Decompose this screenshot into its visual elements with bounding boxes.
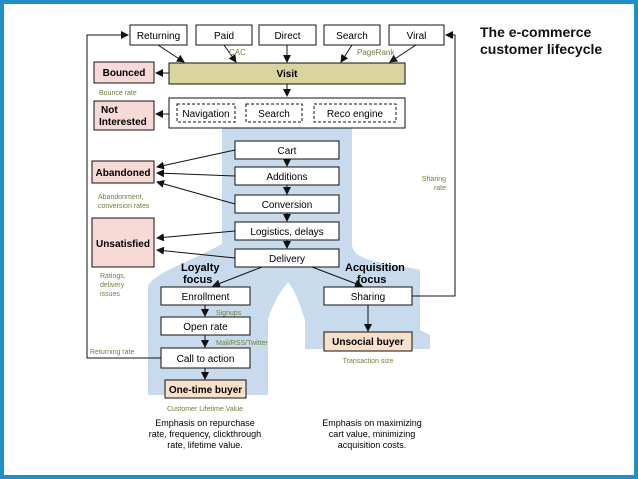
funnel-cart: Cart [234, 140, 340, 160]
cart-label: Cart [278, 146, 297, 157]
source-box-direct: Direct [258, 24, 317, 46]
source-arrows [157, 44, 417, 63]
acquisition-sharing: Sharing [323, 286, 413, 306]
note-pagerank: PageRank [357, 48, 395, 57]
visit-label: Visit [277, 69, 299, 80]
browse-container: Navigation Search Reco engine [168, 97, 406, 129]
sharing-rate-note-2: rate [434, 185, 446, 192]
not-interested-line-1: Not [101, 105, 118, 116]
logistics-label: Logistics, delays [250, 227, 323, 238]
ratings-note-1: Ratings, [100, 273, 126, 280]
loyalty-heading-2: focus [183, 274, 212, 286]
bounced-label: Bounced [103, 68, 146, 79]
returning-rate-note: Returning rate [90, 349, 134, 356]
browse-search: Search [258, 109, 290, 120]
abandoned-label: Abandoned [96, 168, 151, 179]
unsatisfied-label: Unsatisfied [96, 239, 150, 250]
call-to-action-label: Call to action [177, 354, 235, 365]
title-line-2: customer lifecycle [480, 41, 603, 57]
one-time-buyer-box: One-time buyer [164, 379, 247, 399]
loyalty-emphasis-3: rate, lifetime value. [167, 440, 243, 450]
loyalty-heading-1: Loyalty [181, 262, 220, 274]
abandonment-note-1: Abandonment, [98, 194, 144, 201]
arrows-to-abandoned [156, 149, 236, 205]
sharing-label: Sharing [351, 292, 385, 303]
acquisition-heading-2: focus [357, 274, 386, 286]
source-label-paid: Paid [214, 31, 234, 42]
not-interested-box: Not Interested [93, 100, 155, 131]
transaction-size-note: Transaction size [343, 358, 394, 365]
signups-note: Signups [216, 310, 242, 317]
title-line-1: The e-commerce [480, 24, 592, 40]
source-label-viral: Viral [407, 31, 427, 42]
unsocial-buyer-box: Unsocial buyer [323, 331, 413, 352]
clv-note: Customer Lifetime Value [167, 406, 243, 413]
source-box-paid: Paid [195, 24, 253, 46]
loyalty-call-to-action: Call to action [160, 347, 251, 369]
source-box-viral: Viral [388, 24, 445, 46]
delivery-label: Delivery [269, 254, 305, 265]
ratings-note-2: delivery [100, 282, 125, 289]
conversion-label: Conversion [262, 200, 313, 211]
returning-loop-arrow [86, 31, 161, 359]
loyalty-open-rate: Open rate [160, 316, 251, 336]
viral-loop-arrow [412, 31, 456, 297]
source-box-search: Search [323, 24, 381, 46]
bounce-rate-note: Bounce rate [99, 90, 137, 97]
open-rate-label: Open rate [183, 322, 228, 333]
acquisition-heading-1: Acquisition [345, 262, 405, 274]
funnel-delivery: Delivery [234, 248, 340, 268]
abandonment-note-2: conversion rates [98, 203, 150, 210]
unsocial-buyer-label: Unsocial buyer [332, 337, 404, 348]
source-label-search: Search [336, 31, 368, 42]
acquisition-emphasis-3: acquisition costs. [338, 440, 407, 450]
acquisition-emphasis-1: Emphasis on maximizing [322, 418, 422, 428]
bounced-box: Bounced [93, 61, 155, 84]
sharing-rate-note-1: Sharing [422, 176, 446, 183]
source-label-returning: Returning [137, 31, 180, 42]
abandoned-box: Abandoned [91, 160, 155, 184]
enrollment-label: Enrollment [182, 292, 230, 303]
loyalty-emphasis-1: Emphasis on repurchase [155, 418, 255, 428]
note-cac: CAC [229, 48, 246, 57]
arrow-delivery-to-sharing [311, 266, 363, 288]
additions-label: Additions [266, 172, 307, 183]
arrows-to-unsatisfied [156, 230, 236, 259]
browse-navigation: Navigation [182, 109, 229, 120]
visit-box: Visit [168, 62, 406, 85]
unsatisfied-box: Unsatisfied [91, 217, 155, 268]
funnel-additions: Additions [234, 166, 340, 186]
loyalty-emphasis-2: rate, frequency, clickthrough [149, 429, 261, 439]
not-interested-line-2: Interested [99, 117, 147, 128]
arrow-delivery-to-enrollment [212, 266, 263, 288]
diagram-title: The e-commerce customer lifecycle [480, 24, 630, 58]
funnel-conversion: Conversion [234, 194, 340, 214]
browse-reco-engine: Reco engine [327, 109, 384, 120]
source-box-returning: Returning [129, 24, 188, 46]
mail-rss-note: Mail/RSS/Twitter [216, 340, 268, 347]
source-label-direct: Direct [274, 31, 300, 42]
acquisition-emphasis-2: cart value, minimizing [329, 429, 416, 439]
funnel-logistics: Logistics, delays [234, 221, 340, 241]
ratings-note-3: issues [100, 291, 120, 298]
one-time-buyer-label: One-time buyer [169, 385, 242, 396]
loyalty-enrollment: Enrollment [160, 286, 251, 306]
